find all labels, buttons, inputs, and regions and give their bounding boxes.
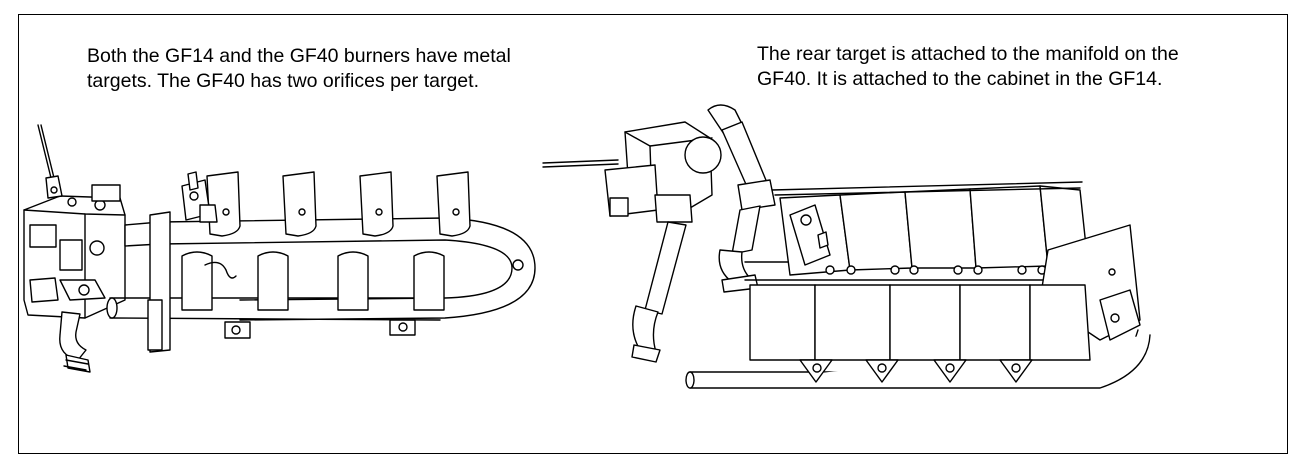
caption-rear-target: The rear target is attached to the manif…: [757, 43, 1179, 90]
caption-gf14-gf40-targets: Both the GF14 and the GF40 burners have …: [87, 45, 511, 92]
right-outlet-pipe: [632, 222, 686, 362]
burner-illustrations: [0, 0, 1306, 436]
right-lower-targets: [800, 360, 1032, 382]
left-burner-assembly: [24, 125, 535, 372]
right-gas-valve: [605, 122, 721, 222]
right-burner-assembly: [543, 105, 1150, 388]
left-top-targets: [207, 172, 470, 236]
left-pilot-assembly: [182, 172, 217, 222]
left-inlet-elbow: [60, 312, 90, 372]
right-upper-targets: [826, 266, 1046, 274]
right-riser-pipe: [708, 105, 775, 292]
left-lower-targets: [182, 252, 444, 310]
right-pilot-bracket: [790, 205, 830, 265]
right-thermocouple-rod: [543, 160, 618, 163]
left-thermocouple-rod: [38, 125, 52, 182]
left-gas-valve: [24, 176, 125, 318]
left-mounting-plate: [148, 212, 523, 352]
right-lower-panels: [750, 285, 1090, 360]
